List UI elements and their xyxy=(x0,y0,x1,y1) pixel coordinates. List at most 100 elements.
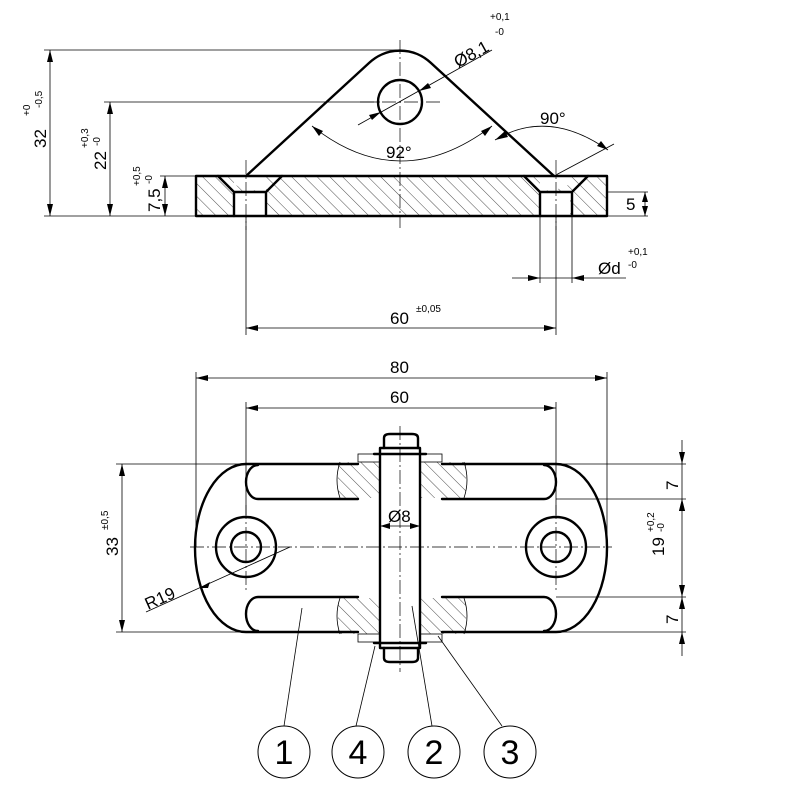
part-balloons: 1 4 2 3 xyxy=(257,725,537,779)
balloon-1: 1 xyxy=(257,725,311,779)
leader-balloon-4 xyxy=(355,645,376,727)
balloon-1-label: 1 xyxy=(275,734,294,772)
front-section-view: 32 +0 -0,5 22 +0,3 -0 7,5 +0,5 -0 Ø8,1 +… xyxy=(22,12,648,335)
pin-head-top xyxy=(382,432,420,450)
leader-balloon-1 xyxy=(283,607,303,727)
balloon-3-label: 3 xyxy=(501,734,520,772)
dim-8-1-tol-upper: +0,1 xyxy=(490,12,510,23)
dim-8-1-value: Ø8,1 xyxy=(451,37,492,71)
dim-d-tol-lower: -0 xyxy=(628,260,637,271)
dim-8-1-tol-lower: -0 xyxy=(495,27,504,38)
dim-19-tol-lower: -0 xyxy=(656,523,667,532)
balloon-2-label: 2 xyxy=(425,734,444,772)
bottom-rail-inner xyxy=(244,595,558,633)
dim-80-value: 80 xyxy=(390,358,409,377)
base-plate-section xyxy=(196,176,607,216)
dim-7-5-value: 7,5 xyxy=(145,188,164,212)
bottom-rail-section-left xyxy=(338,598,380,634)
dim-32-tol-lower: -0,5 xyxy=(34,90,45,108)
ext-line-90 xyxy=(553,143,615,177)
washer-bottom-left xyxy=(357,633,381,643)
balloon-2: 2 xyxy=(407,725,461,779)
balloon-4-label: 4 xyxy=(349,734,368,772)
dim-33-value: 33 xyxy=(103,537,122,556)
arrow-8-1-left xyxy=(369,112,381,120)
dim-60-top-value: 60 xyxy=(390,309,409,328)
arrow-pin-8-right xyxy=(410,523,420,529)
dim-7-top-value: 7 xyxy=(663,481,682,490)
arrow-32-bottom xyxy=(47,204,53,216)
dim-r19-value: R19 xyxy=(142,584,178,614)
arc-92 xyxy=(311,125,493,162)
dim-d-value: Ød xyxy=(598,259,621,278)
dim-32-tol-upper: +0 xyxy=(22,104,33,116)
washer-top-right xyxy=(419,453,443,463)
top-rail-section-left xyxy=(338,462,380,498)
arrow-7-top-a xyxy=(679,452,685,464)
dim-22-value: 22 xyxy=(91,151,110,170)
arrow-7-bottom-a xyxy=(679,597,685,609)
arrow-60-top-left xyxy=(246,325,258,331)
dim-7-bottom-value: 7 xyxy=(663,615,682,624)
arrow-60-top-right xyxy=(544,325,556,331)
arrow-d-right xyxy=(572,275,584,281)
balloon-3: 3 xyxy=(483,725,537,779)
arrow-32-top xyxy=(47,50,53,62)
base-plate-outline xyxy=(194,174,609,218)
dim-60-plan-value: 60 xyxy=(390,388,409,407)
arrow-r19 xyxy=(199,582,210,588)
dim-33-tol: ±0,5 xyxy=(100,510,111,530)
arrow-19-bottom xyxy=(679,585,685,597)
dim-5-value: 5 xyxy=(626,195,635,214)
arrow-60-plan-right xyxy=(544,405,556,411)
arrow-92-right xyxy=(481,126,492,136)
dim-90-value: 90° xyxy=(540,109,566,128)
plan-view: 80 60 33 ±0,5 7 19 +0,2 -0 7 Ø8 xyxy=(100,358,686,727)
washer-bottom-right xyxy=(419,633,443,643)
top-rail-section-right xyxy=(420,462,466,498)
dim-32-value: 32 xyxy=(31,129,50,148)
arrow-5-top xyxy=(642,192,648,202)
arrow-7-5-bottom xyxy=(162,204,168,216)
dim-19-value: 19 xyxy=(649,537,668,556)
dim-22-tol-lower: -0 xyxy=(92,137,103,146)
arrow-22-bottom xyxy=(107,204,113,216)
leader-balloon-3 xyxy=(437,635,503,727)
arrow-80-left xyxy=(196,375,208,381)
arrow-22-top xyxy=(107,102,113,114)
dim-pin-8-value: Ø8 xyxy=(388,507,411,526)
dim-7-5-tol-upper: +0,5 xyxy=(132,166,143,186)
dim-7-5-tol-lower: -0 xyxy=(144,175,155,184)
bracket-outline-right xyxy=(440,462,609,634)
dim-22-tol-upper: +0,3 xyxy=(80,128,91,148)
balloon-4: 4 xyxy=(331,725,385,779)
dim-60-top-tol: ±0,05 xyxy=(416,304,441,315)
arrow-92-left xyxy=(312,126,323,136)
arrow-5-bottom xyxy=(642,206,648,216)
arrow-33-bottom xyxy=(119,620,125,632)
arrow-7-bottom-b xyxy=(679,632,685,644)
dim-d-tol-upper: +0,1 xyxy=(628,247,648,258)
arrow-80-right xyxy=(595,375,607,381)
dim-19-tol-upper: +0,2 xyxy=(646,512,657,532)
arrow-90-left xyxy=(495,131,508,140)
arrow-19-top xyxy=(679,499,685,511)
pin-head-bottom xyxy=(382,646,420,664)
arrow-8-1-right xyxy=(419,83,431,91)
dim-92-value: 92° xyxy=(386,143,412,162)
break-lines xyxy=(336,461,468,635)
counterbore-left xyxy=(216,174,284,218)
arrow-pin-8-left xyxy=(380,523,390,529)
leader-r19 xyxy=(145,546,291,613)
leader-balloon-2 xyxy=(411,605,433,727)
washer-top-left xyxy=(357,453,381,463)
top-rail-inner xyxy=(244,463,558,501)
arrow-d-left xyxy=(528,275,540,281)
bottom-rail-section-right xyxy=(420,598,466,634)
arrow-60-plan-left xyxy=(246,405,258,411)
arrow-33-top xyxy=(119,464,125,476)
arrow-7-5-top xyxy=(162,176,168,188)
arc-90 xyxy=(494,125,609,151)
